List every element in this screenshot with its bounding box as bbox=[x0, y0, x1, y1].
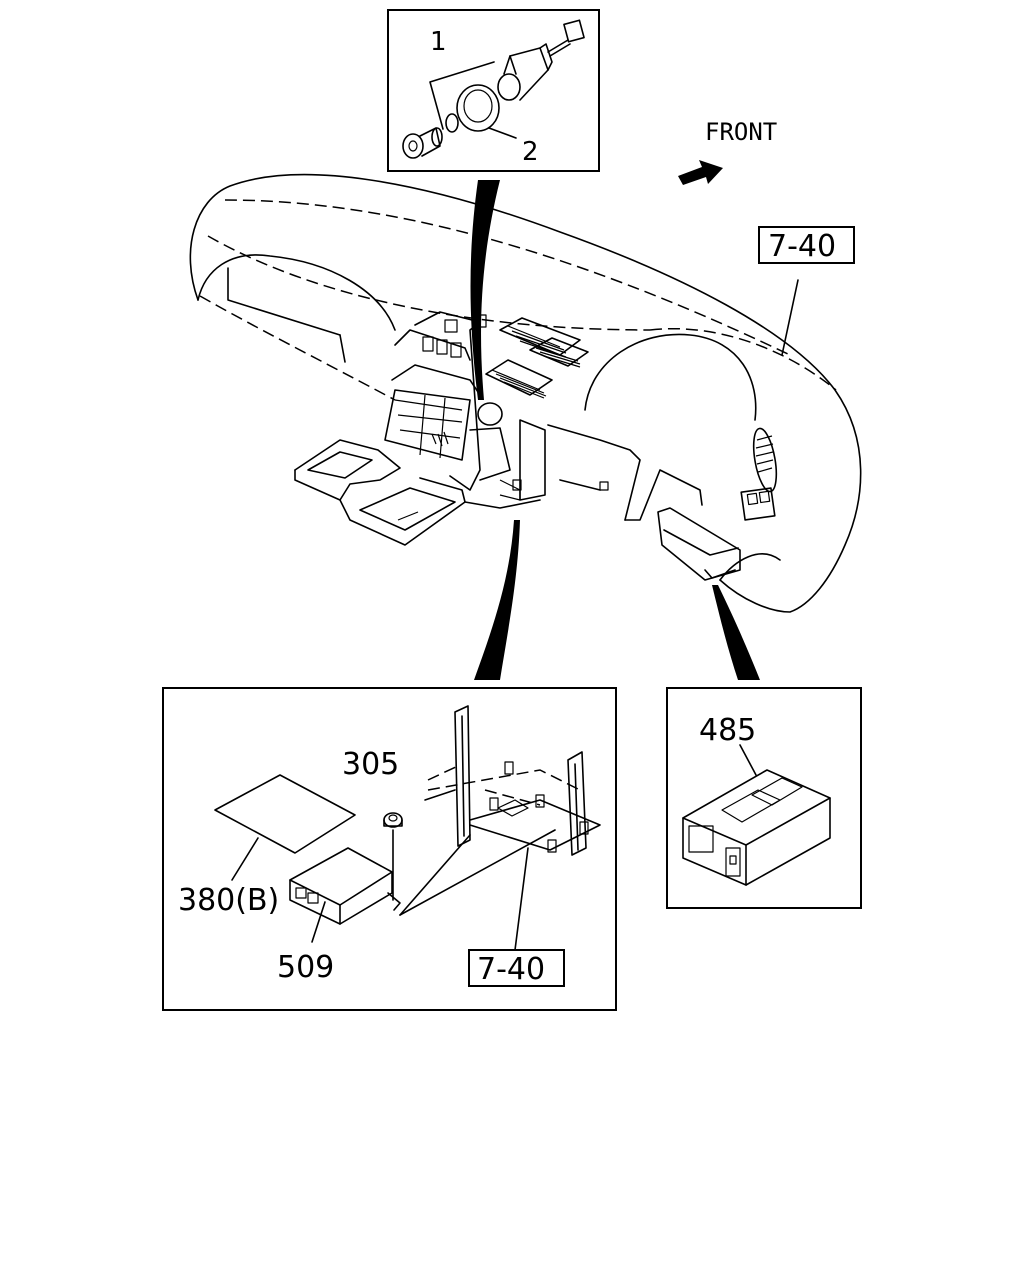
detail-box-lighter: 1 2 bbox=[387, 9, 600, 172]
meter-area bbox=[547, 333, 778, 521]
center-tray bbox=[294, 439, 541, 546]
ref-box-top: 7-40 bbox=[758, 226, 855, 264]
label-part-509: 509 bbox=[277, 950, 334, 985]
front-arrow-icon bbox=[678, 160, 723, 185]
instrument-panel bbox=[189, 173, 862, 613]
pointer-485-detail bbox=[712, 585, 760, 680]
leader-ref-detail bbox=[514, 847, 529, 951]
dash-bracket bbox=[499, 419, 546, 501]
leader-part-2 bbox=[488, 127, 517, 139]
ref-label-detail: 7-40 bbox=[477, 952, 545, 987]
part-509-module bbox=[289, 847, 393, 925]
pointer-bracket-detail bbox=[474, 520, 520, 680]
leader-part-1 bbox=[429, 61, 495, 130]
part-380b-sheet bbox=[214, 774, 356, 854]
label-part-485: 485 bbox=[699, 713, 756, 748]
center-console-stack bbox=[384, 311, 511, 491]
socket-body bbox=[497, 19, 585, 101]
leader-509 bbox=[311, 901, 326, 943]
part-485-unit bbox=[682, 769, 831, 886]
lower-panel-box bbox=[657, 507, 741, 581]
label-part-1: 1 bbox=[430, 27, 447, 57]
ref-label-top: 7-40 bbox=[768, 229, 836, 264]
detail-box-bracket: 305 380(B) 509 7-40 bbox=[162, 687, 617, 1011]
label-part-2: 2 bbox=[522, 137, 539, 167]
lighter-plug bbox=[402, 127, 443, 159]
part-305-nut bbox=[383, 812, 403, 911]
detail-box-485: 485 bbox=[666, 687, 862, 909]
center-vents bbox=[485, 317, 589, 399]
pointer-lighter-detail bbox=[470, 180, 500, 400]
bezel-ring bbox=[456, 84, 500, 132]
leader-380b bbox=[231, 837, 259, 881]
label-part-380b: 380(B) bbox=[178, 883, 279, 918]
ref-box-detail: 7-40 bbox=[468, 949, 565, 987]
label-part-305: 305 bbox=[342, 747, 399, 782]
front-indicator: FRONT bbox=[678, 118, 777, 185]
leader-485 bbox=[739, 744, 757, 776]
front-label: FRONT bbox=[705, 118, 777, 146]
bracket-assembly bbox=[399, 705, 601, 916]
small-ring bbox=[445, 113, 459, 133]
